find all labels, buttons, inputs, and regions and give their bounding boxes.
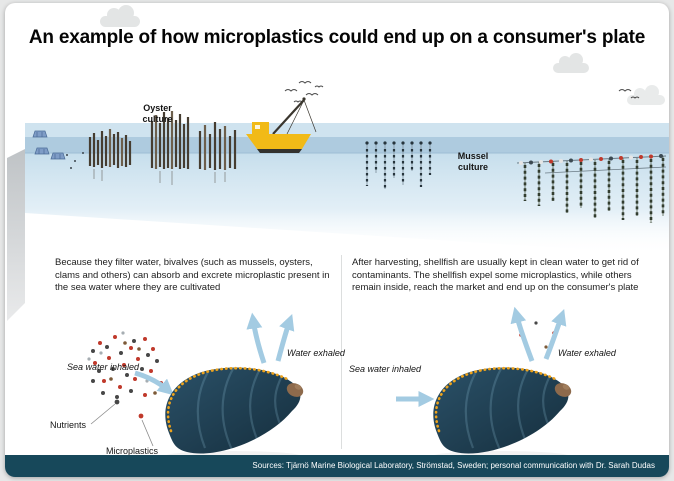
left-water-exhaled-label: Water exhaled bbox=[287, 348, 345, 358]
stick-reflections bbox=[93, 169, 226, 185]
sources-text: Sources: Tjärnö Marine Biological Labora… bbox=[252, 461, 655, 470]
left-panel-description: Because they filter water, bivalves (suc… bbox=[55, 257, 330, 294]
underwater-area bbox=[25, 153, 669, 255]
cloud-icon bbox=[553, 53, 589, 73]
nutrients-label: Nutrients bbox=[50, 420, 87, 430]
leader-lines bbox=[90, 403, 154, 447]
birds-icon bbox=[284, 81, 324, 103]
sources-bar: Sources: Tjärnö Marine Biological Labora… bbox=[5, 455, 669, 477]
nutrient-dot bbox=[114, 399, 120, 405]
birds-icon bbox=[618, 89, 640, 99]
infographic-card: An example of how microplastics could en… bbox=[5, 3, 669, 477]
panel-divider bbox=[341, 255, 342, 449]
exhale-arrows bbox=[246, 312, 295, 364]
sea-scene bbox=[7, 5, 669, 321]
mussel-illustration-left bbox=[87, 312, 305, 461]
fishing-boat-icon bbox=[246, 97, 317, 153]
far-water-band bbox=[25, 123, 669, 137]
mussel-longline-farm bbox=[516, 154, 667, 223]
mussel-culture-label: Mussel culture bbox=[457, 151, 489, 172]
exhale-arrows bbox=[510, 306, 567, 362]
oyster-culture-label: Oyster culture bbox=[142, 103, 173, 124]
offshore-cages-icon bbox=[32, 130, 66, 160]
right-water-exhaled-label: Water exhaled bbox=[558, 348, 616, 358]
cloud-icon bbox=[100, 5, 140, 27]
microplastics-label: Microplastics bbox=[106, 446, 159, 456]
mussel-shell bbox=[433, 367, 573, 454]
right-panel-description: After harvesting, shellfish are usually … bbox=[352, 257, 639, 294]
page-title: An example of how microplastics could en… bbox=[28, 27, 646, 48]
microplastic-dot bbox=[138, 413, 144, 419]
mussel-shell bbox=[165, 367, 305, 454]
mussel-illustration-right bbox=[396, 306, 573, 461]
right-sea-water-inhaled-label: Sea water inhaled bbox=[349, 364, 422, 374]
horizon-band bbox=[25, 137, 669, 153]
cloud-icon bbox=[627, 85, 665, 105]
inhale-arrow bbox=[134, 370, 174, 396]
mussel-rope-strings bbox=[365, 141, 432, 189]
left-sea-water-inhaled-label: Sea water inhaled bbox=[67, 362, 140, 372]
block-side-face bbox=[7, 149, 25, 321]
infographic-artwork bbox=[7, 5, 669, 461]
farm-floats bbox=[519, 154, 663, 165]
oyster-culture-sticks bbox=[88, 111, 237, 170]
particle-cloud bbox=[87, 331, 163, 419]
